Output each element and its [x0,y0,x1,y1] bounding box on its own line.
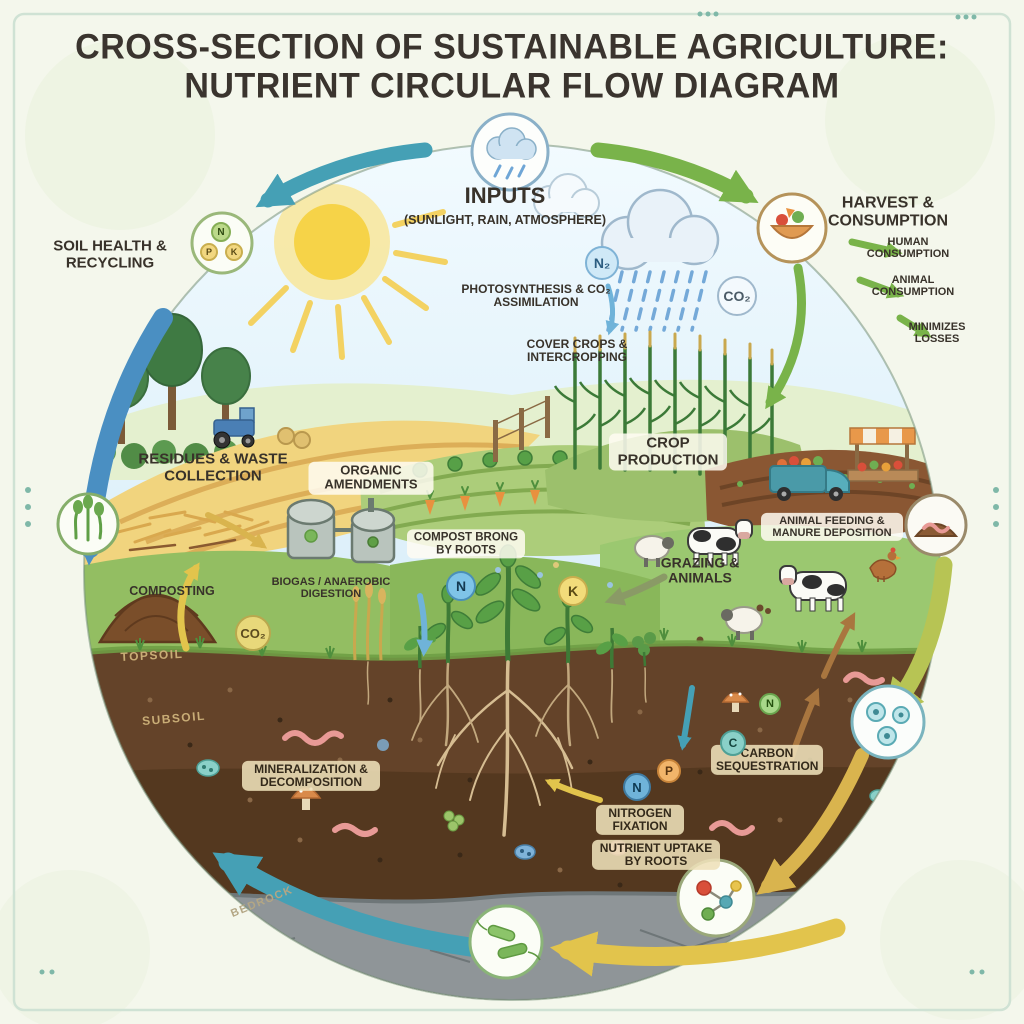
label-compost-roots: COMPOST BRONG BY ROOTS [407,529,525,559]
arrow-harvest-to-field [765,263,806,410]
bubble-n-soil: N [623,773,651,801]
arrow-bottom-left [549,918,846,977]
arrow-animal-consumption [856,276,905,299]
label-minimizes-losses: MINIMIZES LOSSES [908,320,966,345]
bubble-npk-p: P [200,243,218,261]
process-arrows [177,283,856,803]
cow-icon [779,565,847,612]
label-inputs-title: INPUTS [464,182,546,208]
bubble-p-soil: P [657,759,681,783]
arrow-grazing [604,573,668,606]
soil-specks [147,687,853,888]
label-animal-consumption: ANIMAL CONSUMPTION [871,273,955,298]
arrow-uptake [544,779,603,803]
label-harvest-title: HARVEST & CONSUMPTION [828,194,948,229]
bubble-c-soil: C [720,730,746,756]
grass-line [84,640,940,661]
soil-worm-node [904,493,968,557]
grass-tufts [135,628,867,659]
arrow-residues-to-compost [205,512,268,549]
page-title-line1: CROSS-SECTION OF SUSTAINABLE AGRICULTURE… [75,27,949,67]
compost-pile-icon [97,593,218,644]
label-inputs-subtitle: (SUNLIGHT, RAIN, ATMOSPHERE) [403,213,607,228]
label-cover-crops: COVER CROPS & INTERCROPPING [526,336,628,364]
crop-plants [352,544,656,669]
arrow-compost-to-roots [416,593,434,657]
page-frame [0,12,1024,1024]
arrow-carbon-down [677,685,695,751]
molecule-node [676,858,756,938]
rock [150,925,215,965]
label-photosynthesis: PHOTOSYNTHESIS & CO₂ ASSIMILATION [461,281,611,309]
label-human-consumption: HUMAN CONSUMPTION [866,235,950,260]
clover [632,632,656,667]
label-mineralization: MINERALIZATION & DECOMPOSITION [242,760,380,792]
arrow-inputs-to-harvest [590,142,759,204]
sheep-icon [721,606,763,640]
label-organic-amendments: ORGANIC AMENDMENTS [308,461,434,495]
arrow-to-molecule [756,748,869,895]
bubble-co2-biogas: CO₂ [235,615,271,651]
arrow-inputs-to-soilhealth [255,142,433,208]
arrow-sequestration-up-2 [821,612,856,679]
bubble-n-soil-2: N [759,693,781,715]
chicken-icon [869,547,901,582]
sun-icon [248,184,448,360]
label-crop-production: CROP PRODUCTION [609,433,727,471]
cow-icon [687,519,753,566]
bubble-npk-n: N [211,222,231,242]
bubble-co2-atmosphere: CO₂ [717,276,757,316]
produce-truck-icon [769,456,850,501]
arrow-compost-up [177,562,200,652]
page-title-line2: NUTRIENT CIRCULAR FLOW DIAGRAM [184,66,840,106]
bubble-n-surface: N [446,571,476,601]
decorative-dots [25,11,999,975]
nutrient-dots [377,562,613,751]
label-residues-waste: RESIDUES & WASTE COLLECTION [138,450,288,484]
label-animal-feeding: ANIMAL FEEDING & MANURE DEPOSITION [761,512,903,542]
rain-cloud-node [470,112,550,192]
tractor-icon [213,407,255,449]
bubble-npk-k: K [225,243,243,261]
root-system [366,660,647,837]
bacteria-node [468,904,544,980]
earthworm-icon [282,671,885,837]
arrow-assimilation [605,283,620,336]
label-grazing-animals: GRAZING & ANIMALS [660,554,740,586]
sheep-icon [634,535,674,567]
arrow-bottomleft-up [212,852,480,957]
label-biogas: BIOGAS / ANAEROBIC DIGESTION [271,575,391,600]
sprout-node [56,492,120,556]
arrow-human-consumption [848,238,903,258]
biogas-digester-icon [286,498,396,564]
label-nutrient-uptake: NUTRIENT UPTAKE BY ROOTS [592,839,720,871]
microbe-cells-node [850,684,926,760]
label-soil-health: SOIL HEALTH & RECYCLING [53,237,167,271]
wheat-stalks [352,582,386,661]
hay-bales [277,427,311,449]
bubble-n2: N₂ [585,246,619,280]
arrow-minimizes-losses [896,314,932,338]
harvest-bowl-node [756,192,828,264]
label-nitrogen-fixation: NITROGEN FIXATION [596,804,684,836]
label-composting: COMPOSTING [129,584,215,599]
bubble-k-surface: K [558,576,588,606]
label-carbon-sequestration: CARBON SEQUESTRATION [711,744,823,776]
market-stand-icon [847,427,919,482]
